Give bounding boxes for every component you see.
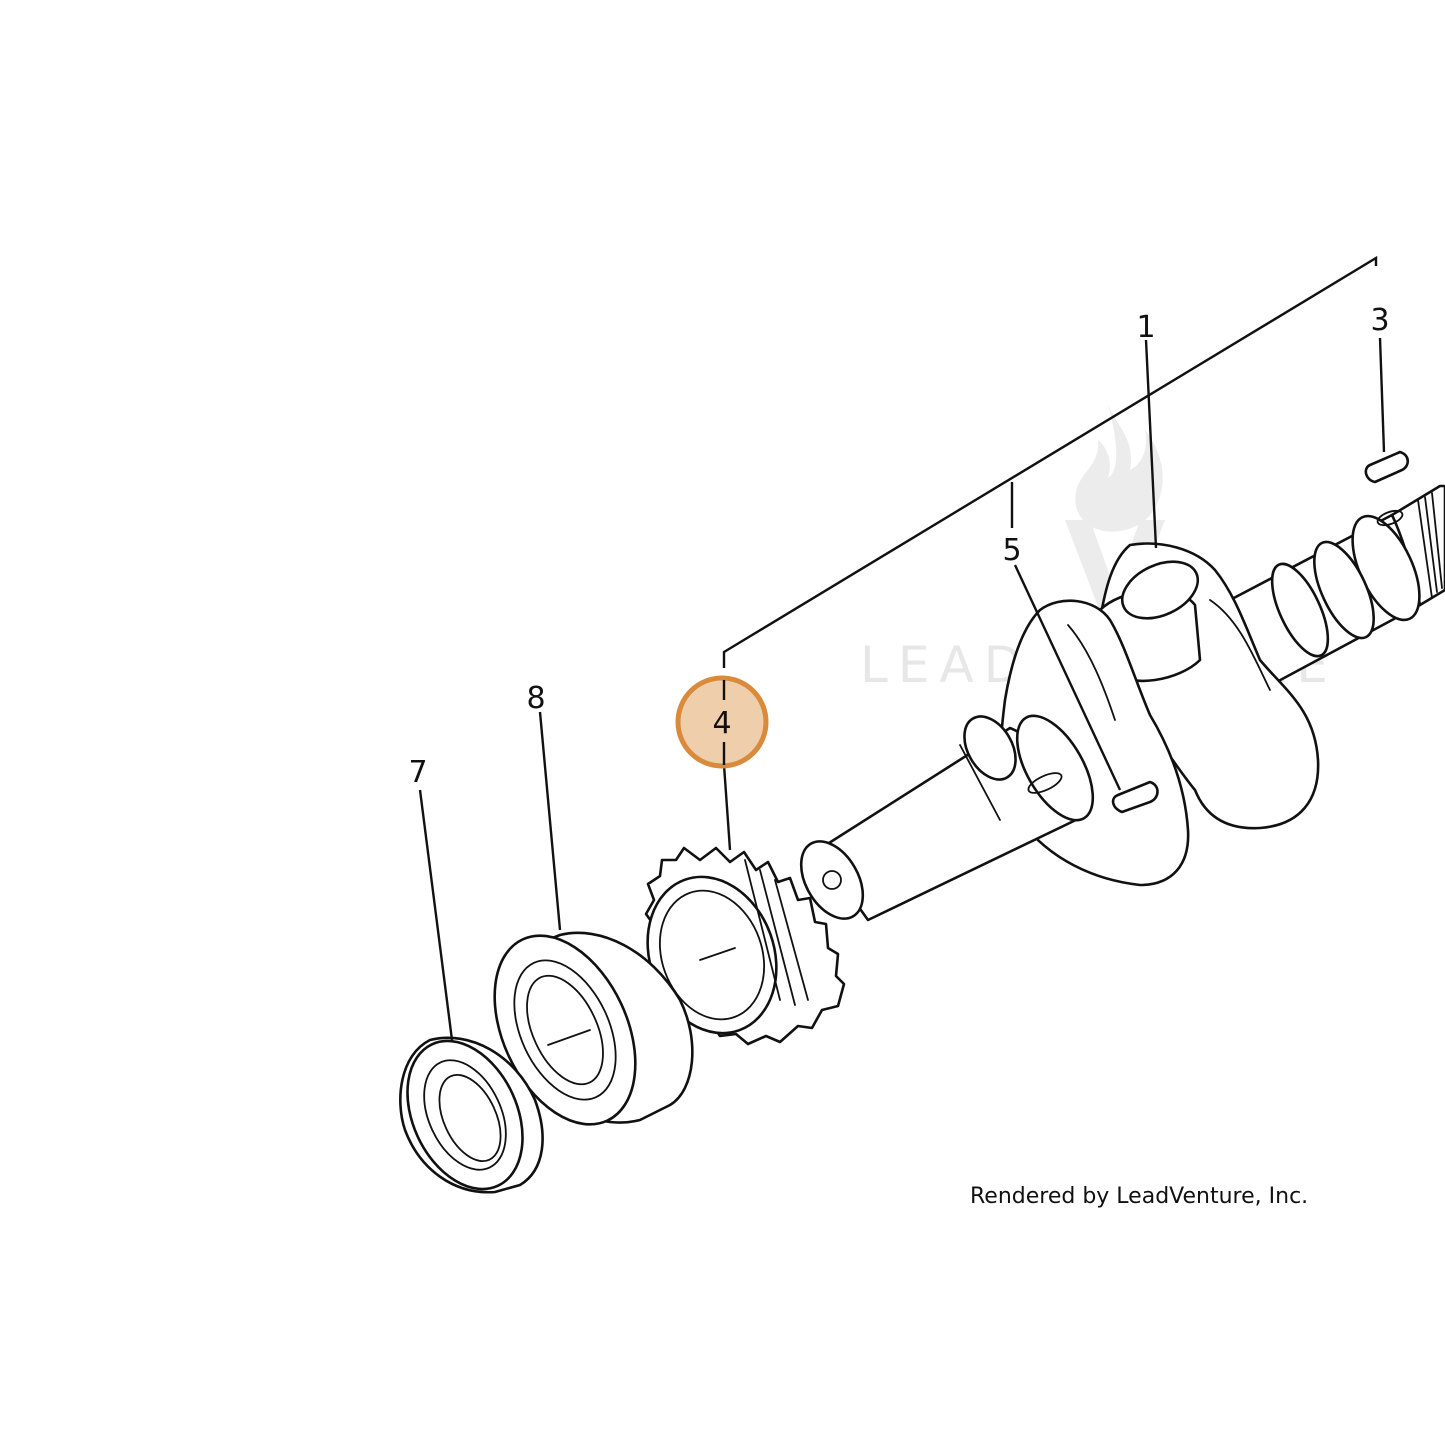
- oil-seal: [399, 1036, 544, 1194]
- callout-3[interactable]: 3: [1370, 303, 1389, 338]
- leader-lines: [418, 337, 1386, 1041]
- callout-1[interactable]: 1: [1136, 310, 1155, 345]
- crank-gear: [644, 846, 846, 1046]
- woodruff-key: [1364, 450, 1410, 484]
- callout-highlight-4[interactable]: [675, 675, 769, 769]
- callout-7[interactable]: 7: [408, 755, 427, 790]
- crankshaft: [799, 484, 1445, 922]
- callout-5[interactable]: 5: [1002, 533, 1021, 568]
- render-credit: Rendered by LeadVenture, Inc.: [970, 1184, 1308, 1209]
- ball-bearing: [493, 931, 694, 1126]
- callout-8[interactable]: 8: [526, 681, 545, 716]
- callout-4[interactable]: 4: [712, 706, 731, 741]
- group-bracket: [722, 255, 1378, 668]
